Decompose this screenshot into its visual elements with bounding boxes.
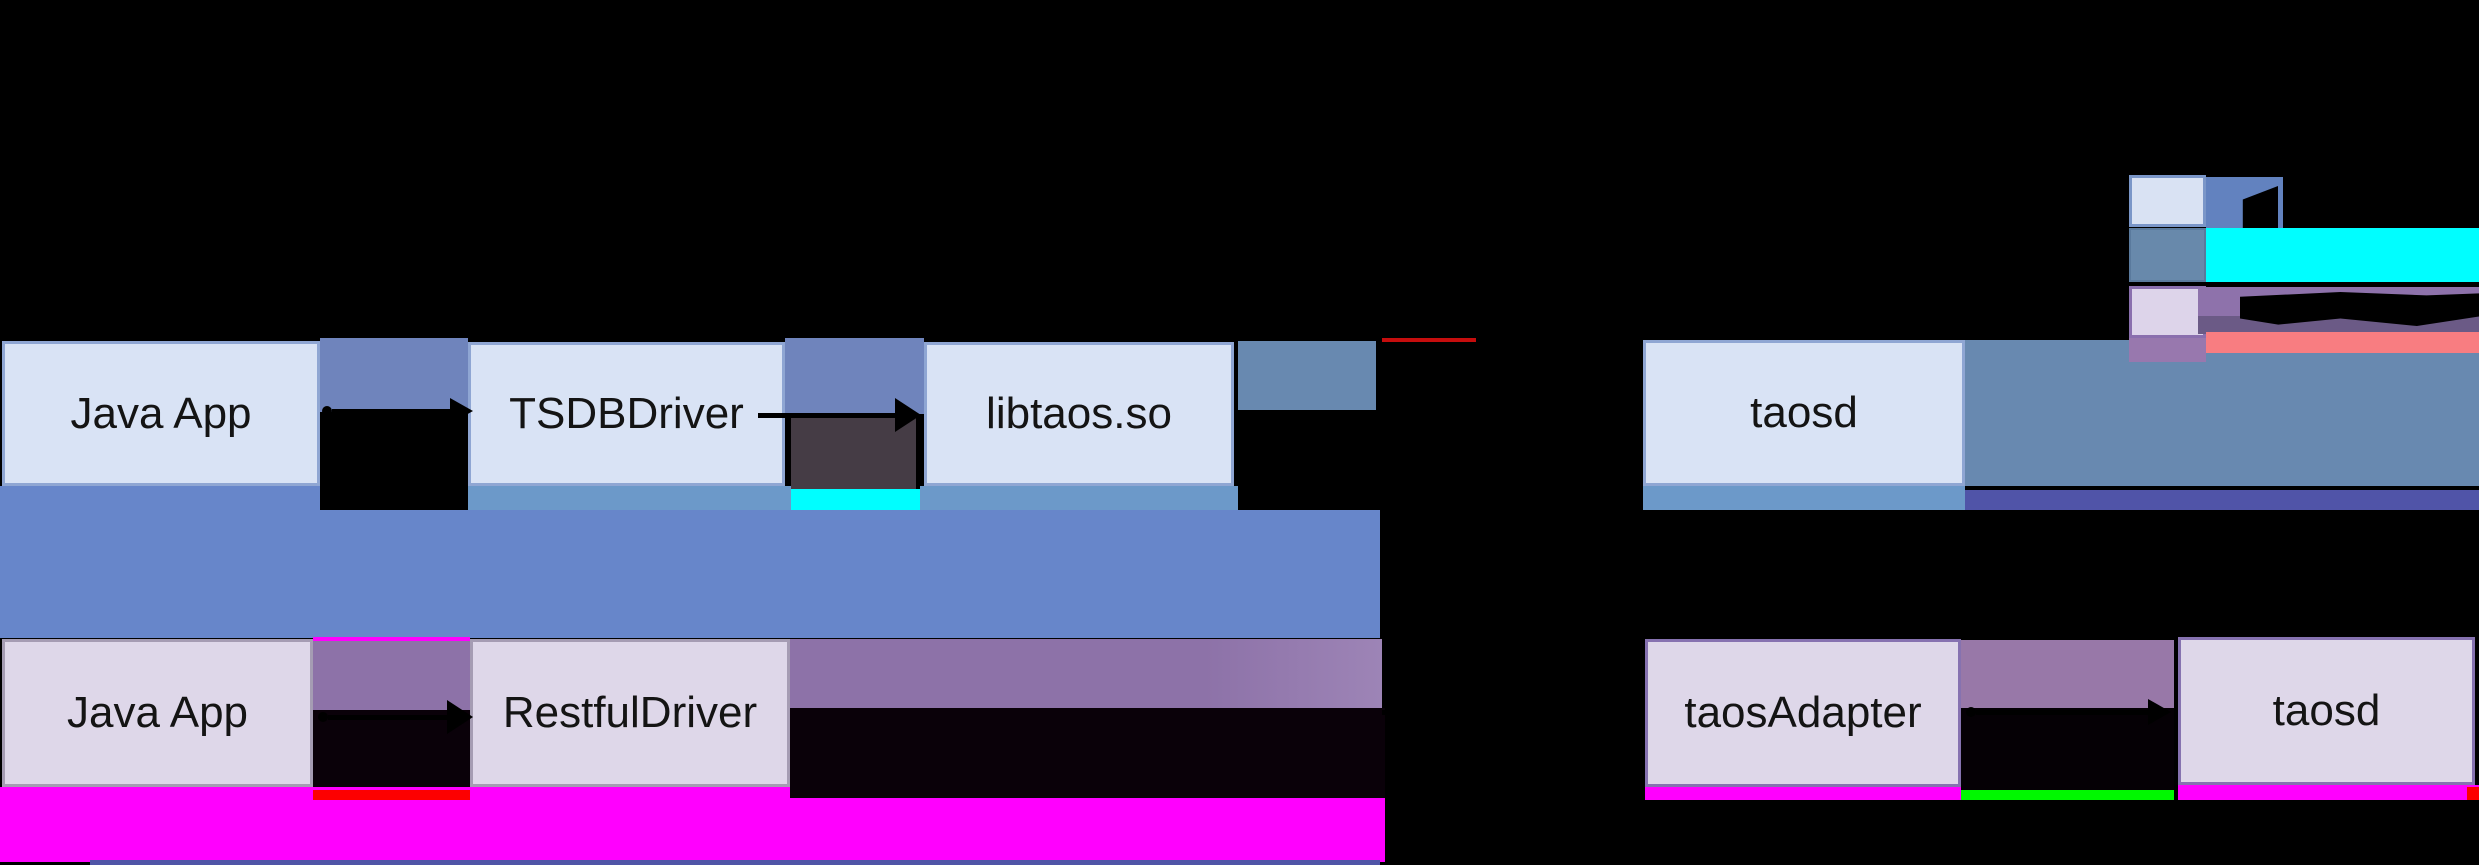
top-red-line bbox=[1382, 338, 1476, 342]
rest-connector2-patch bbox=[1961, 640, 2174, 708]
arrow-head-icon bbox=[895, 398, 921, 432]
strip-under-taosd bbox=[1643, 486, 1965, 510]
red-sliver-bottom-right bbox=[2467, 787, 2479, 800]
strip-under-libtaos bbox=[920, 486, 1238, 510]
legend-bar-salmon bbox=[2206, 332, 2479, 353]
steel-band-right-of-taosd bbox=[1965, 340, 2479, 486]
java-app-rest-label: Java App bbox=[66, 688, 249, 737]
arrow-head-icon bbox=[2148, 699, 2171, 725]
arrow-line bbox=[1378, 405, 1618, 411]
network-band bbox=[0, 510, 1380, 638]
legend-swatch-steel bbox=[2129, 228, 2206, 282]
magenta-strip-under-taosadapter bbox=[1645, 787, 1961, 800]
arrow-network-to-taosd bbox=[1378, 395, 1641, 421]
legend bbox=[2129, 175, 2479, 365]
legend-text-fragment-2 bbox=[2240, 292, 2479, 326]
network-band-extension bbox=[0, 486, 320, 512]
strip-under-tsdbdriver bbox=[468, 486, 791, 510]
dark-region-under-purple-band bbox=[790, 708, 1385, 798]
rest-connector1-red-strip bbox=[313, 790, 470, 800]
arrow-dot bbox=[322, 406, 332, 416]
arrow-head-icon bbox=[450, 398, 473, 424]
jni-connector1-shadow bbox=[320, 412, 468, 510]
arrow-dot bbox=[318, 712, 328, 722]
tsdbdriver-box: TSDBDriver bbox=[468, 342, 785, 486]
arrow-javaapp-to-tsdbdriver bbox=[322, 398, 473, 424]
libtaos-box: libtaos.so bbox=[924, 342, 1234, 486]
libtaos-label: libtaos.so bbox=[986, 389, 1172, 438]
taosadapter-box: taosAdapter bbox=[1645, 639, 1961, 787]
rest-connector1-shadow bbox=[313, 710, 470, 787]
legend-swatch-app bbox=[2129, 175, 2206, 227]
rest-connector2-shadow bbox=[1961, 708, 2174, 790]
rest-connector2-green-strip bbox=[1961, 790, 2174, 800]
arrow-tsdbdriver-to-libtaos bbox=[758, 398, 921, 432]
taosd-jni-label: taosd bbox=[1750, 388, 1858, 437]
arrow-javaapp-to-restfuldriver bbox=[318, 700, 473, 734]
taosd-jni-box: taosd bbox=[1643, 340, 1965, 486]
steel-band-right-of-libtaos bbox=[1238, 341, 1376, 410]
java-app-rest-box: Java App bbox=[2, 639, 313, 787]
purple-band-right-of-restfuldriver bbox=[790, 639, 1382, 708]
magenta-strip-under-taosd-rest bbox=[2178, 785, 2479, 800]
taosd-rest-box: taosd bbox=[2178, 637, 2475, 785]
arrow-taosadapter-to-taosd bbox=[1966, 699, 2171, 725]
arrow-dot bbox=[1966, 707, 1976, 717]
bottom-violet-strip bbox=[90, 860, 1380, 865]
arrow-line bbox=[332, 408, 450, 414]
rest-connector1-patch bbox=[313, 641, 470, 710]
arrow-line bbox=[328, 714, 447, 720]
taosd-rest-label: taosd bbox=[2272, 686, 2381, 735]
rest-connector1-magenta-line bbox=[313, 637, 470, 641]
taosadapter-label: taosAdapter bbox=[1684, 688, 1922, 737]
arrow-head-icon bbox=[1618, 395, 1641, 421]
magenta-band bbox=[0, 787, 1385, 862]
java-app-jni-box: Java App bbox=[2, 341, 320, 486]
java-app-jni-label: Java App bbox=[70, 388, 252, 438]
arrow-network-to-taosadapter bbox=[1382, 699, 1641, 725]
jni-connector1-patch bbox=[320, 338, 468, 412]
jni-connector2-cyan-strip bbox=[791, 489, 920, 510]
arrow-head-icon bbox=[1618, 699, 1641, 725]
strip-under-steel-band bbox=[1965, 490, 2479, 510]
restfuldriver-label: RestfulDriver bbox=[502, 688, 758, 737]
arrow-head-icon bbox=[447, 700, 473, 734]
restfuldriver-box: RestfulDriver bbox=[470, 639, 790, 787]
arrow-line bbox=[1382, 709, 1618, 715]
legend-bar-cyan bbox=[2206, 228, 2479, 282]
tsdbdriver-label: TSDBDriver bbox=[509, 389, 744, 438]
arrow-line bbox=[758, 412, 895, 418]
legend-swatch-lavender bbox=[2129, 286, 2206, 338]
legend-swatch-purple bbox=[2129, 338, 2206, 362]
arrow-line bbox=[1976, 709, 2148, 715]
